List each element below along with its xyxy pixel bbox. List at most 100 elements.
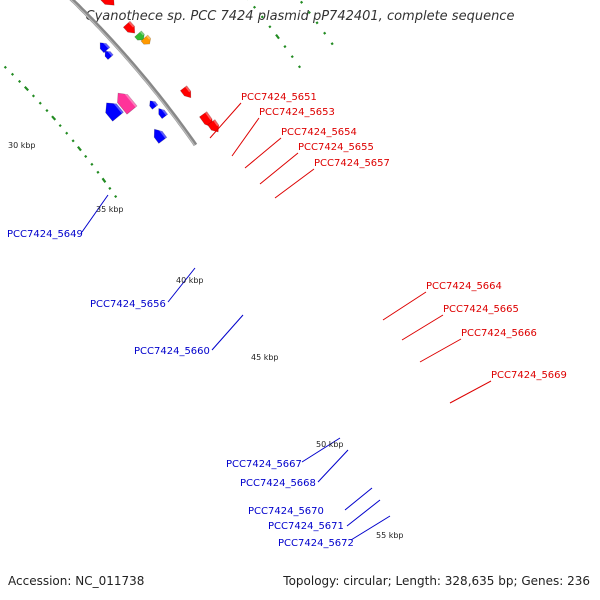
kbp-marker-label: 30 kbp [8, 141, 36, 150]
gene-reverse-shape [105, 102, 124, 122]
leader-line [346, 499, 381, 527]
leader-line [382, 291, 427, 321]
gc-dot [3, 65, 7, 69]
gene-reverse [158, 106, 169, 120]
accession-label: Accession: NC_011738 [8, 574, 145, 588]
gene-reverse-shine [156, 126, 167, 139]
map-title: Cyanothece sp. PCC 7424 plasmid pP742401… [85, 9, 515, 24]
gene-forward-shine [205, 111, 213, 121]
gene-label-reverse: PCC7424_5667 [226, 459, 302, 470]
label-leader-lines [81, 102, 492, 541]
gene-reverse-shine [101, 40, 110, 49]
gc-dot-tracks [3, 0, 334, 199]
gene-green-shine [139, 30, 145, 36]
kbp-marker-label: 50 kbp [316, 440, 344, 449]
gene-label-forward: PCC7424_5664 [426, 281, 502, 292]
gc-dot [290, 55, 294, 59]
leader-line [301, 437, 341, 463]
gc-dot [297, 65, 302, 69]
gc-dot [31, 94, 36, 98]
gene-reverse-shine [151, 98, 158, 107]
leader-line [211, 314, 244, 351]
gc-dot [108, 186, 112, 190]
kbp-marker-label: 45 kbp [251, 353, 279, 362]
gene-reverse [149, 98, 159, 110]
gene-forward [98, 0, 115, 6]
gene-forward [179, 85, 192, 99]
leader-line [274, 168, 315, 199]
gene-label-reverse: PCC7424_5671 [268, 521, 344, 532]
gene-reverse [104, 48, 114, 60]
leader-line [259, 152, 299, 185]
topology-summary: Topology: circular; Length: 328,635 bp; … [283, 574, 590, 588]
gc-dot [315, 21, 319, 25]
gc-dot [101, 177, 107, 183]
kbp-marker-label: 55 kbp [376, 531, 404, 540]
gc-dot [252, 5, 257, 9]
leader-line [344, 487, 373, 511]
leader-line [401, 314, 444, 341]
gene-forward [207, 119, 220, 133]
gc-dot [275, 33, 280, 40]
gene-orange-shape [140, 34, 151, 45]
gc-dot [71, 139, 75, 143]
gc-dot [300, 0, 304, 4]
gene-reverse-shape [104, 50, 114, 60]
gene-forward-shape [98, 0, 115, 6]
gc-dot [51, 115, 57, 121]
leader-line [317, 449, 349, 483]
gc-dot [65, 131, 69, 135]
leader-line [167, 267, 196, 303]
gene-forward-shine [185, 85, 191, 93]
gene-label-forward: PCC7424_5651 [241, 92, 317, 103]
gc-dot [58, 124, 62, 128]
gene-reverse-shine [159, 106, 168, 116]
gc-dot [10, 72, 15, 76]
leader-line [81, 194, 109, 233]
kbp-marker-label: 40 kbp [176, 276, 204, 285]
gene-reverse-shape [99, 42, 111, 54]
gene-label-forward: PCC7424_5653 [259, 107, 335, 118]
gene-label-reverse: PCC7424_5660 [134, 346, 210, 357]
gc-dot [330, 42, 334, 46]
gc-dot [323, 31, 327, 35]
gene-orange [140, 34, 151, 45]
gc-dot [17, 79, 22, 83]
gene-reverse-shine [110, 98, 124, 114]
gc-dot [45, 109, 49, 113]
gene-reverse-shape [153, 128, 168, 144]
gene-reverse-shine [106, 48, 114, 57]
leader-line [244, 137, 282, 169]
gene-label-forward: PCC7424_5655 [298, 142, 374, 153]
gc-dot [24, 86, 29, 92]
gene-label-reverse: PCC7424_5672 [278, 538, 354, 549]
gc-dot [84, 154, 88, 158]
gene-green-shape [134, 30, 145, 41]
gene-reverse-shape [149, 100, 159, 110]
gene-green [134, 30, 145, 41]
gc-dot [96, 170, 100, 174]
leader-line [209, 102, 242, 139]
kbp-marker-label: 35 kbp [96, 205, 124, 214]
gene-label-forward: PCC7424_5666 [461, 328, 537, 339]
gc-dot [77, 146, 82, 152]
gene-label-reverse: PCC7424_5649 [7, 229, 83, 240]
gene-reverse [99, 40, 111, 54]
plasmid-backbone [69, 0, 198, 147]
gene-forward-shine [128, 21, 135, 28]
leader-line [419, 338, 462, 363]
gene-reverse [153, 126, 168, 144]
gc-dot [260, 15, 264, 19]
gene-pink-shape [117, 92, 138, 115]
gc-dot [38, 101, 42, 105]
gene-label-forward: PCC7424_5657 [314, 158, 390, 169]
gene-label-forward: PCC7424_5665 [443, 304, 519, 315]
gene-reverse [105, 98, 124, 122]
leader-line [449, 380, 492, 404]
gene-label-forward: PCC7424_5654 [281, 127, 357, 138]
gc-dot [268, 25, 272, 29]
gene-forward [122, 20, 136, 34]
plasmid-backbone-highlight [70, 0, 196, 146]
gene-label-reverse: PCC7424_5656 [90, 299, 166, 310]
